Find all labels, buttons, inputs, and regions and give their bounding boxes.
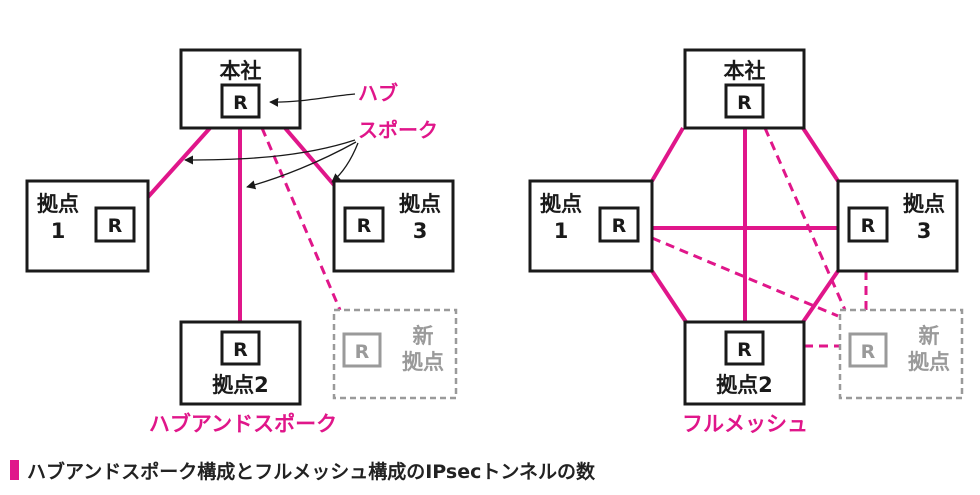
mesh-site3-router-box [847,206,889,243]
new-site-router-box [342,332,382,368]
mesh-new-site-label-line2: 拠点 [908,350,950,374]
site2-label: 拠点2 [212,373,269,397]
mesh-tunnel-site1-new-site-dashed [651,236,839,318]
tunnel-hq-new-site-dashed [260,127,342,311]
site2-router-box [220,330,261,366]
mesh-site3-label-line2: 3 [917,219,932,243]
spoke-arrow-site3 [331,142,359,183]
site3-label-line1: 拠点 [399,192,441,216]
mesh-site3-label-line1: 拠点 [903,192,945,216]
site1-label-line1: 拠点 [37,192,79,216]
mesh-site1-router-label: R [612,215,627,237]
hq-router-label: R [233,92,248,114]
new-site-router-label: R [355,341,370,363]
site3-label-line2: 3 [413,219,428,243]
mesh-tunnel-hq-site1 [650,126,685,183]
mesh-new-site-router-label: R [861,341,876,363]
mesh-site3-router-label: R [861,215,876,237]
new-site-label-line1: 新 [413,324,434,348]
mesh-tunnel-site1-site2 [650,269,688,324]
spoke-arrow-site2 [246,141,357,190]
site3-box [332,179,455,273]
site1-router-box [94,206,136,243]
hub-and-spoke-title: ハブアンドスポーク [149,412,337,436]
mesh-site1-label-line1: 拠点 [540,192,582,216]
mesh-hq-router-label: R [737,92,752,114]
mesh-site1-router-box [598,206,640,243]
mesh-site2-label: 拠点2 [716,373,773,397]
mesh-site1-label-line2: 1 [554,219,569,243]
hub-annotation: ハブ [358,81,398,105]
hub-arrow [269,93,356,107]
site1-label-line2: 1 [51,219,66,243]
full-mesh-diagram: 本社 R 拠点 1 R R 拠点 3 R 拠点2 R 新 拠点 フルメッシュ [528,48,964,436]
new-site-label-line2: 拠点 [402,350,444,374]
mesh-tunnel-hq-new-site-dashed [763,127,847,311]
site1-router-label: R [108,215,123,237]
tunnel-hq-site1 [146,126,212,199]
caption-marker [10,460,19,480]
site3-router-label: R [357,215,372,237]
hq-label: 本社 [220,59,262,83]
figure-caption: ハブアンドスポーク構成とフルメッシュ構成のIPsecトンネルの数 [10,459,595,483]
tunnel-hq-site3 [283,126,336,187]
mesh-new-site-label-line1: 新 [919,324,940,348]
mesh-hq-label: 本社 [724,59,766,83]
mesh-site2-router-box [724,330,765,366]
site3-router-box [343,206,385,243]
full-mesh-title: フルメッシュ [682,412,808,436]
caption-text: ハブアンドスポーク構成とフルメッシュ構成のIPsecトンネルの数 [27,460,595,483]
mesh-new-site-router-box [848,332,888,368]
hq-router-box [220,83,261,119]
mesh-tunnel-hq-site3 [801,126,840,183]
mesh-site2-router-label: R [737,339,752,361]
spoke-arrow-site1 [184,139,356,165]
mesh-hq-router-box [724,83,765,119]
spoke-annotation: スポーク [358,118,438,142]
hub-and-spoke-diagram: 本社 R 拠点 1 R R 拠点 3 R 拠点2 R 新 拠点 ハブ スポーク … [25,48,458,436]
site2-router-label: R [233,339,248,361]
